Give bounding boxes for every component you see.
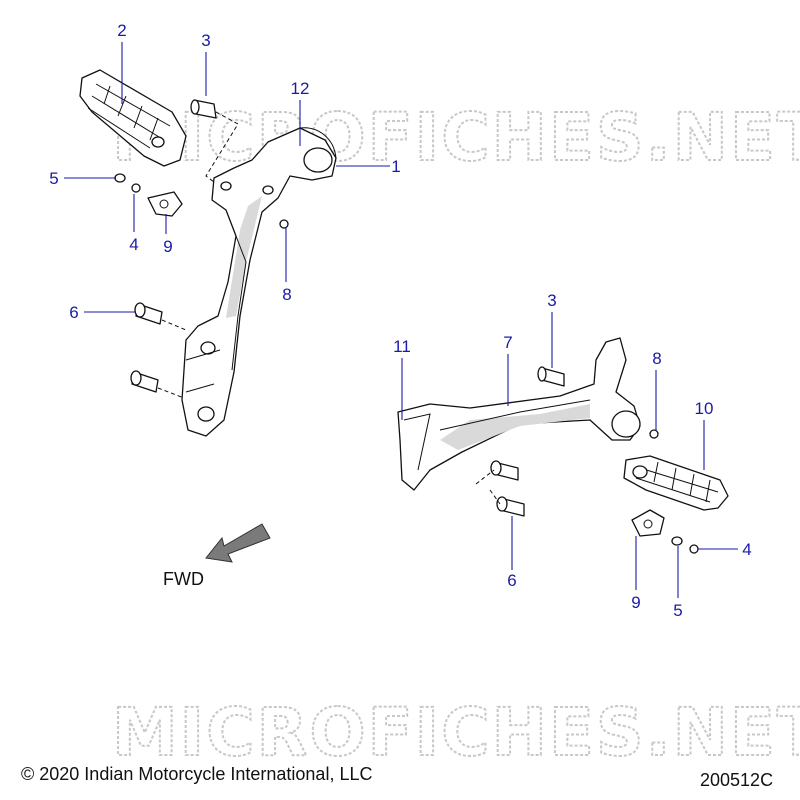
left-footpeg-assembly xyxy=(79,69,337,437)
right-clevis-pin-part-3 xyxy=(537,366,565,387)
right-detent-plate-part-9 xyxy=(631,509,665,537)
watermark-bottom: MICROFICHES.NET xyxy=(112,694,800,771)
left-clevis-pin-part-3 xyxy=(190,99,217,119)
fwd-label: FWD xyxy=(163,569,204,589)
left-footpeg-part-2 xyxy=(79,69,187,167)
right-pivot-boss xyxy=(611,410,641,438)
callout-left-5: 5 xyxy=(49,169,58,188)
left-bracket-part-1 xyxy=(181,127,337,437)
right-bracket-part-7 xyxy=(397,337,641,491)
right-o-ring-part-8 xyxy=(649,429,659,439)
forward-arrow-icon xyxy=(205,523,271,563)
callout-right-7: 7 xyxy=(503,333,512,352)
forward-direction-indicator: FWD xyxy=(163,523,271,589)
diagram-code: 200512C xyxy=(700,770,773,790)
left-bolt-part-6-lower xyxy=(130,370,159,393)
callout-left-8: 8 xyxy=(282,285,291,304)
callout-right-6: 6 xyxy=(507,571,516,590)
callout-left-4: 4 xyxy=(129,235,138,254)
callout-left-6: 6 xyxy=(69,303,78,322)
left-detent-plate-part-9 xyxy=(147,191,183,217)
callout-left-1: 1 xyxy=(391,157,400,176)
callout-right-5: 5 xyxy=(673,601,682,620)
callout-right-9: 9 xyxy=(631,593,640,612)
callout-left-2: 2 xyxy=(117,21,126,40)
copyright-text: © 2020 Indian Motorcycle International, … xyxy=(21,764,372,784)
callouts: 2 3 12 1 5 4 9 8 6 3 11 7 8 10 6 9 5 4 xyxy=(49,21,751,620)
leader-lines xyxy=(64,42,738,598)
callout-left-12: 12 xyxy=(291,79,310,98)
callout-left-3: 3 xyxy=(201,31,210,50)
callout-right-10: 10 xyxy=(695,399,714,418)
left-ball-part-4 xyxy=(131,183,141,193)
right-ball-part-4 xyxy=(689,544,699,554)
right-footpeg-assembly xyxy=(397,337,729,554)
callout-right-11: 11 xyxy=(393,337,411,356)
callout-right-3: 3 xyxy=(547,291,556,310)
left-nut-part-5 xyxy=(114,173,126,183)
callout-right-4: 4 xyxy=(742,540,751,559)
left-pivot-boss xyxy=(303,147,333,173)
left-o-ring-part-8 xyxy=(279,219,289,229)
right-footpeg-part-10 xyxy=(623,455,729,511)
left-bolt-part-6-upper xyxy=(134,302,163,325)
watermark-top: MICROFICHES.NET xyxy=(112,99,800,176)
right-bolt-part-6-upper xyxy=(490,460,519,481)
callout-right-8: 8 xyxy=(652,349,661,368)
right-bolt-part-6-lower xyxy=(496,496,525,517)
callout-left-9: 9 xyxy=(163,237,172,256)
right-nut-part-5 xyxy=(671,536,683,546)
